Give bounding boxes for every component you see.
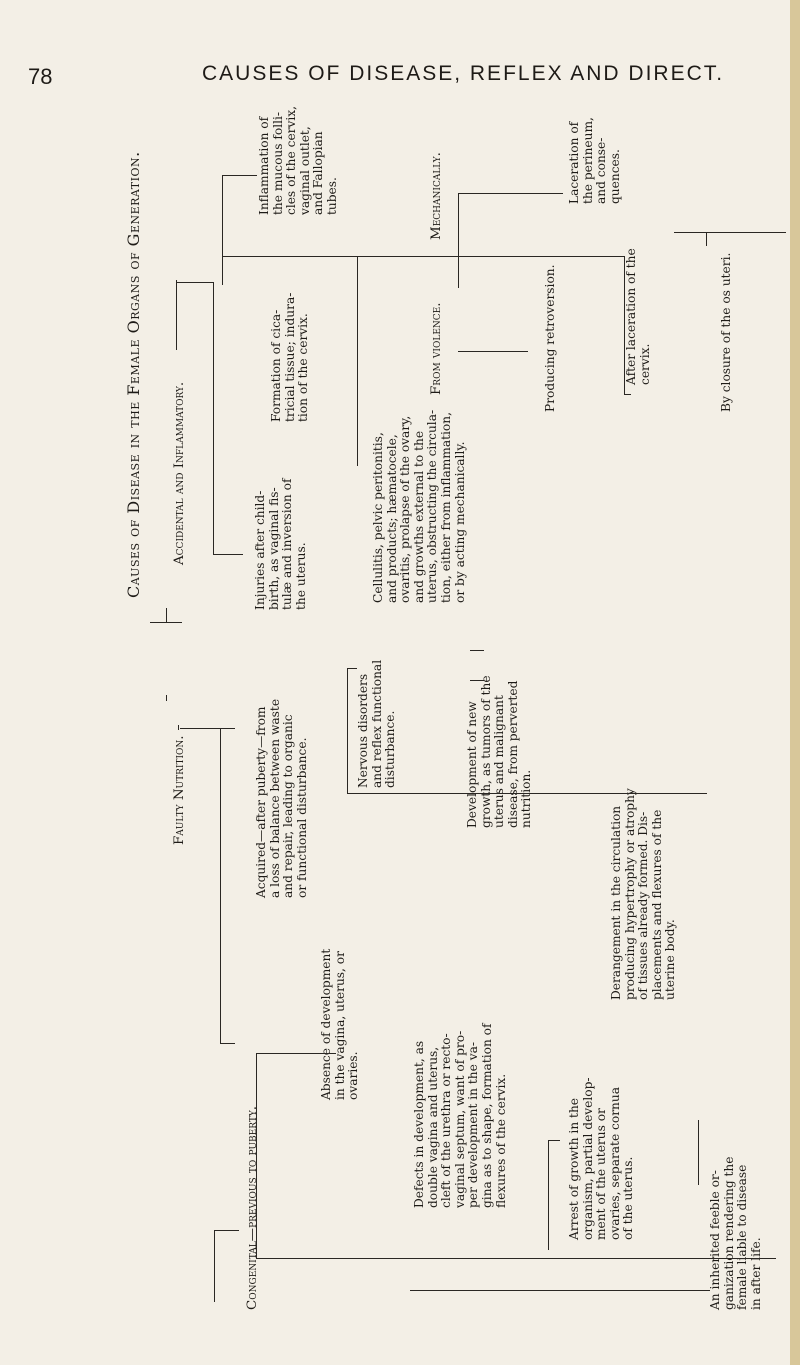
bracket-line [357,256,358,466]
bracket-line [347,668,357,669]
bracket-line [698,1120,699,1185]
bracket-line [220,1043,235,1044]
bracket-line [176,282,214,283]
bracket-line [214,1230,215,1302]
running-head: CAUSES OF DISEASE, REFLEX AND DIRECT. [202,62,725,85]
bracket-line [222,175,223,285]
bracket-line [213,554,243,555]
bracket-line [458,193,459,288]
bracket-line [176,280,177,350]
bracket-line [624,256,625,394]
bracket-line [470,680,484,681]
bracket-line [166,695,167,701]
bracket-line [222,175,257,176]
bracket-line [222,256,624,257]
page-edge [790,0,800,1365]
bracket-line [706,232,707,246]
page-number: 78 [28,64,53,89]
bracket-line [548,1140,549,1250]
bracket-line [178,725,179,730]
bracket-line [410,1290,710,1291]
bracket-line [548,1140,560,1141]
bracket-line [674,232,786,233]
bracket-line [220,728,235,729]
bracket-line [213,282,214,554]
bracket-line [150,622,182,623]
bracket-line [347,668,348,793]
bracket-line [347,793,707,794]
bracket-line [166,608,167,623]
bracket-line [470,650,484,651]
bracket-line [220,728,221,1043]
bracket-line [256,1053,336,1054]
bracket-line [256,1258,776,1259]
bracket-line [624,394,631,395]
bracket-line [180,728,220,729]
bracket-line [458,351,528,352]
bracket-line [256,1053,257,1258]
bracket-line [458,193,563,194]
bracket-line [214,1230,239,1231]
